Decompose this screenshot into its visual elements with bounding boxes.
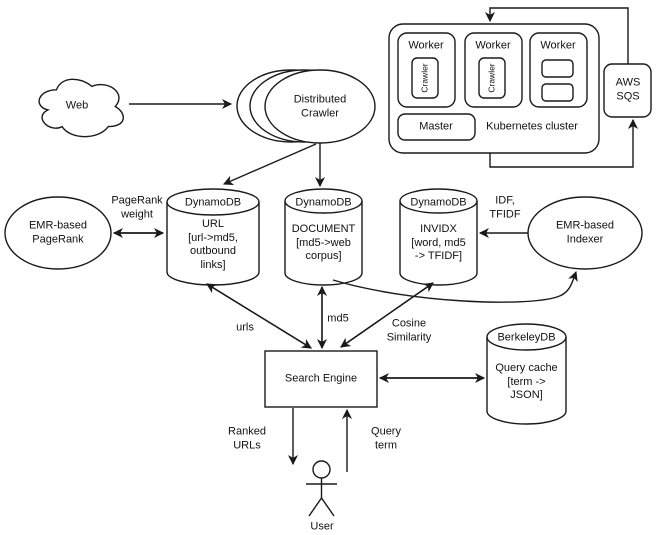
search-engine-box xyxy=(264,350,378,408)
edge-crawler-to-url-db xyxy=(222,143,317,186)
worker1-label: Worker xyxy=(408,39,444,52)
document-db-cylinder xyxy=(284,188,363,286)
edge-sqs-to-cluster xyxy=(484,7,629,64)
search-engine-label: Search Engine xyxy=(284,372,358,385)
web-cloud-shape xyxy=(38,78,124,138)
worker2-crawler-box xyxy=(478,57,506,99)
document-db-type-label: DynamoDB xyxy=(295,196,352,209)
kubernetes-cluster-label: Kubernetes cluster xyxy=(486,120,578,133)
worker2-label: Worker xyxy=(475,39,511,52)
edge-url-search-urls-bidirectional xyxy=(206,283,312,349)
worker1-crawler-box xyxy=(411,57,439,99)
worker3-pod-box-2 xyxy=(541,83,574,102)
idf-tfidf-label: IDF, TFIDF xyxy=(489,194,521,221)
url-db-type-label: DynamoDB xyxy=(184,196,242,209)
invidx-db-cylinder xyxy=(399,188,478,286)
edge-invidx-search-cosine-bidirectional xyxy=(340,282,434,348)
user-figure xyxy=(306,460,337,517)
edge-cluster-to-sqs xyxy=(489,118,639,168)
edge-document-to-indexer-curve xyxy=(332,270,578,303)
pagerank-ellipse xyxy=(4,196,112,270)
crawler-label: Distributed Crawler xyxy=(293,93,347,120)
aws-sqs-label: AWS SQS xyxy=(615,76,641,103)
query-cache-body-label: Query cache [term -> JSON] xyxy=(495,361,558,401)
worker2-crawler-label: Crawler xyxy=(486,63,497,93)
cosine-similarity-label: Cosine Similarity xyxy=(386,317,432,344)
invidx-db-rim xyxy=(399,200,478,214)
worker3-pod-box-1 xyxy=(541,59,574,78)
master-label: Master xyxy=(419,120,453,133)
invidx-db-type-label: DynamoDB xyxy=(410,196,467,209)
pagerank-weight-label: PageRank weight xyxy=(111,194,163,221)
master-box xyxy=(397,113,476,141)
query-cache-type-label: BerkeleyDB xyxy=(497,331,556,344)
document-db-rim xyxy=(284,200,363,214)
invidx-db-body-label: INVIDX [word, md5 -> TFIDF] xyxy=(411,222,466,262)
worker1-crawler-label: Crawler xyxy=(419,63,430,93)
user-label: User xyxy=(310,520,334,533)
query-term-label: Query term xyxy=(371,425,401,452)
query-cache-rim xyxy=(486,336,567,351)
ranked-urls-label: Ranked URLs xyxy=(228,425,266,452)
user-legs xyxy=(308,496,335,517)
pagerank-label: EMR-based PageRank xyxy=(28,219,88,246)
web-label: Web xyxy=(65,99,89,112)
document-db-body-label: DOCUMENT [md5->web corpus] xyxy=(291,222,356,262)
md5-label: md5 xyxy=(327,312,349,325)
url-db-body-label: URL [url->md5, outbound links] xyxy=(188,218,238,271)
indexer-label: EMR-based Indexer xyxy=(555,219,615,246)
urls-label: urls xyxy=(236,321,254,334)
user-head xyxy=(312,460,331,479)
url-db-rim xyxy=(166,201,260,216)
worker3-label: Worker xyxy=(540,39,576,52)
